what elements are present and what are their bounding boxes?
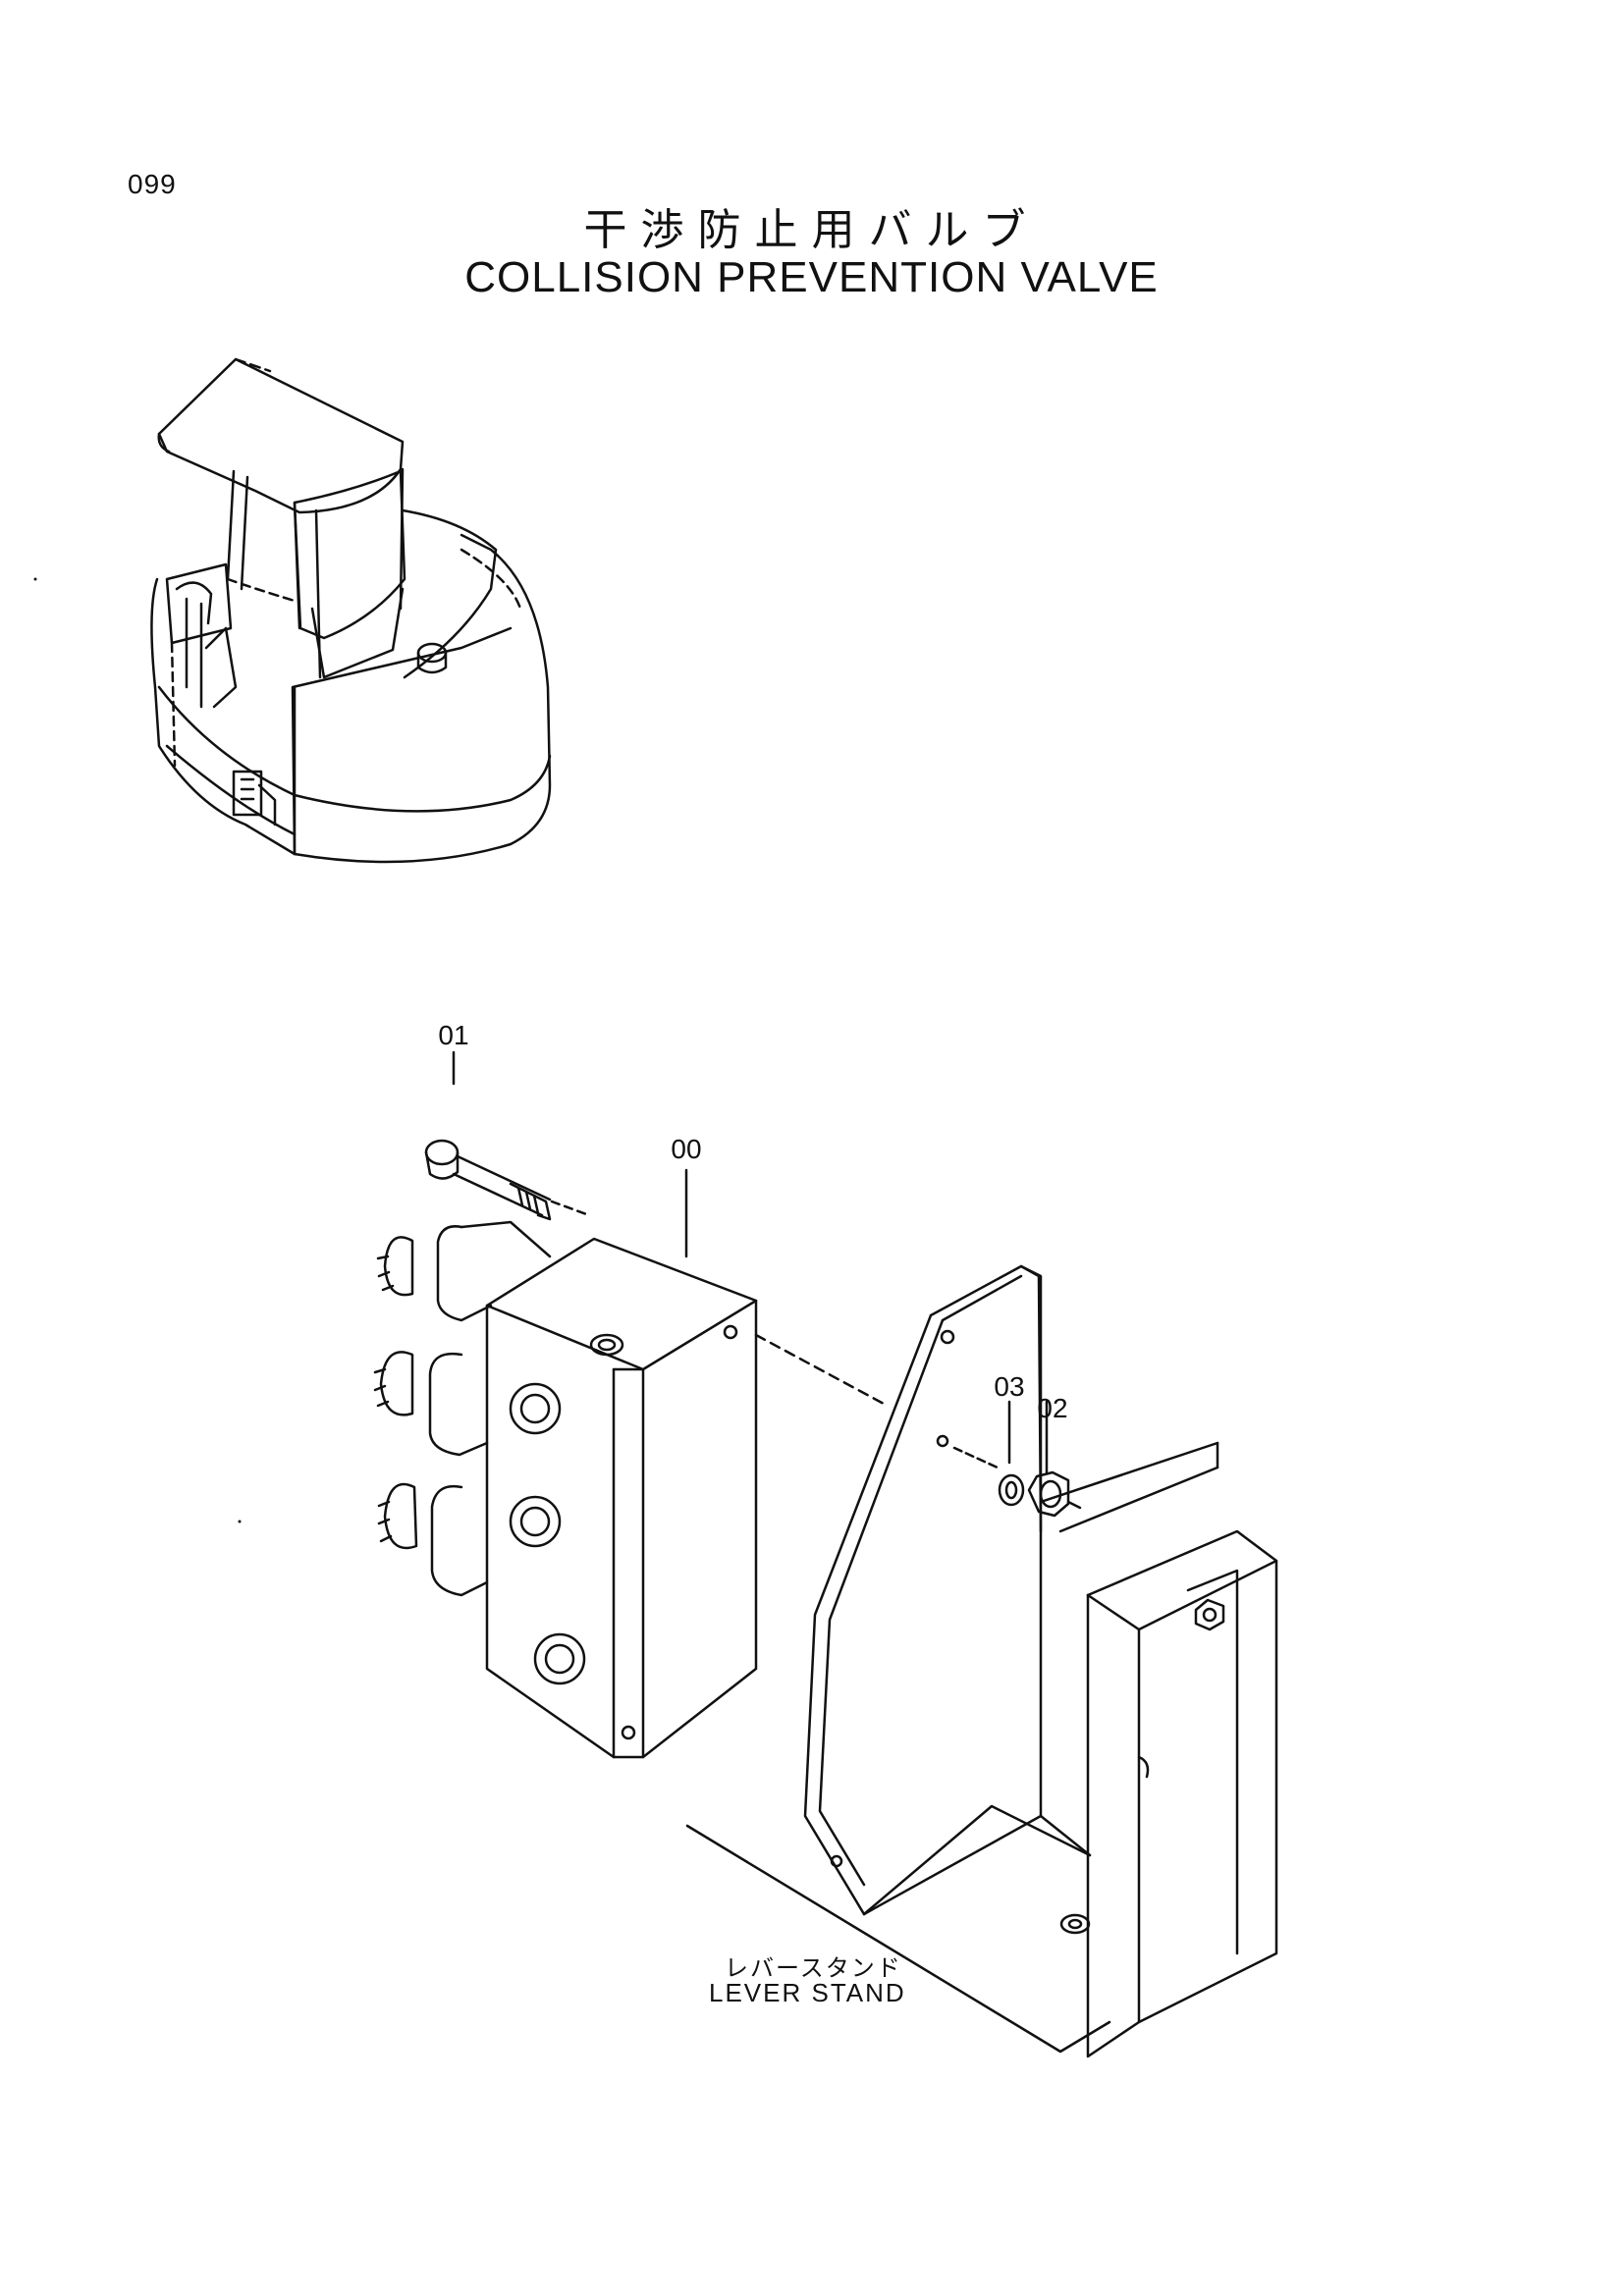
washer-part xyxy=(952,1400,1025,1507)
callout-nut: 02 xyxy=(1037,1393,1067,1423)
callout-washer: 03 xyxy=(994,1371,1024,1402)
solenoid-valve-part xyxy=(373,1168,886,1759)
callout-valve: 00 xyxy=(671,1134,701,1164)
callout-bolt: 01 xyxy=(438,1020,468,1050)
title-japanese: 干渉防止用バルブ xyxy=(583,205,1040,255)
bolt-part xyxy=(424,1050,591,1221)
machine-overview-illustration xyxy=(150,357,552,864)
page-number: 099 xyxy=(128,169,177,199)
nut-part xyxy=(1027,1400,1082,1518)
lever-stand-part xyxy=(685,1264,1278,2058)
title-english: COLLISION PREVENTION VALVE xyxy=(464,253,1159,301)
lever-stand-label-japanese: レバースタンド xyxy=(725,1954,902,1982)
lever-stand-label-english: LEVER STAND xyxy=(709,1978,906,2007)
